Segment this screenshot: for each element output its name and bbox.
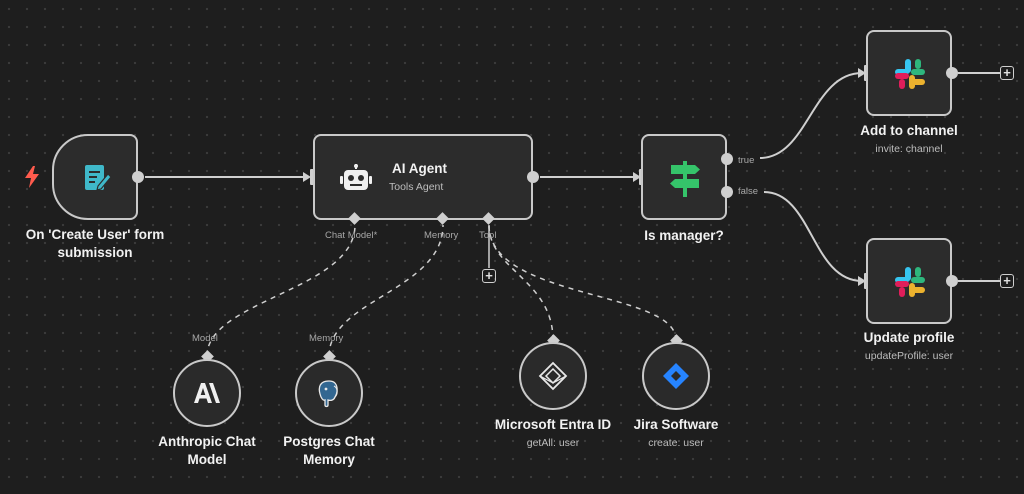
signpost-icon: [666, 158, 704, 198]
if-true-label: true: [738, 155, 755, 166]
slack-update-node[interactable]: [866, 238, 952, 324]
slack-update-output-handle[interactable]: [946, 275, 958, 287]
entra-icon: [535, 358, 571, 394]
agent-subtitle: Tools Agent: [389, 181, 444, 193]
if-false-handle[interactable]: [721, 186, 733, 198]
agent-title: AI Agent: [392, 161, 447, 176]
slack-add-output-handle[interactable]: [946, 67, 958, 79]
arrow-if-false: [858, 276, 866, 286]
postgres-icon: [311, 375, 347, 411]
is-manager-node[interactable]: [641, 134, 727, 220]
anthropic-icon: [189, 375, 225, 411]
tool-port-label: Tool: [479, 230, 497, 241]
postgres-label: Postgres Chat Memory: [283, 434, 375, 467]
edge-if-true: [759, 72, 863, 159]
slack-icon: [892, 56, 928, 92]
arrow-trigger-agent: [303, 172, 311, 182]
anthropic-label: Anthropic Chat Model: [158, 434, 256, 467]
bolt-icon: [25, 166, 39, 188]
anthropic-node[interactable]: [173, 359, 241, 427]
form-icon: [78, 160, 114, 196]
edge-entra-tool: [488, 224, 554, 341]
add-tool-button[interactable]: +: [482, 269, 496, 283]
agent-output-handle[interactable]: [527, 171, 539, 183]
chat-model-port-label: Chat Model*: [325, 230, 378, 241]
slack-add-label: Add to channel: [860, 123, 958, 138]
entra-node[interactable]: [519, 342, 587, 410]
entra-sublabel: getAll: user: [526, 437, 580, 449]
slack-update-label: Update profile: [863, 330, 955, 345]
edge-jira-tool: [488, 224, 677, 341]
slack-add-plus-button[interactable]: +: [1000, 66, 1014, 80]
slack-update-sublabel: updateProfile: user: [864, 350, 954, 362]
slack-add-sublabel: invite: channel: [875, 143, 943, 155]
trigger-output-handle[interactable]: [132, 171, 144, 183]
jira-icon: [658, 358, 694, 394]
jira-sublabel: create: user: [648, 437, 704, 449]
anthropic-port-label: Model: [192, 333, 218, 344]
edge-if-false: [763, 191, 863, 282]
jira-node[interactable]: [642, 342, 710, 410]
ai-agent-node[interactable]: [313, 134, 533, 220]
edge-model-agent: [206, 224, 356, 357]
entra-label: Microsoft Entra ID: [494, 417, 612, 432]
arrow-agent-if: [633, 172, 641, 182]
agent-input-port[interactable]: [310, 169, 315, 185]
arrow-if-true: [858, 68, 866, 78]
if-label: Is manager?: [644, 228, 724, 243]
if-true-handle[interactable]: [721, 153, 733, 165]
trigger-node[interactable]: [52, 134, 138, 220]
postgres-node[interactable]: [295, 359, 363, 427]
edge-memory-agent: [328, 224, 444, 357]
memory-port-label: Memory: [424, 230, 459, 241]
jira-label: Jira Software: [633, 417, 719, 432]
if-false-label: false: [738, 186, 759, 197]
trigger-label: On 'Create User' form submission: [25, 227, 165, 260]
robot-icon: [339, 162, 373, 196]
slack-add-node[interactable]: [866, 30, 952, 116]
postgres-port-label: Memory: [309, 333, 344, 344]
slack-icon: [892, 264, 928, 300]
slack-update-plus-button[interactable]: +: [1000, 274, 1014, 288]
